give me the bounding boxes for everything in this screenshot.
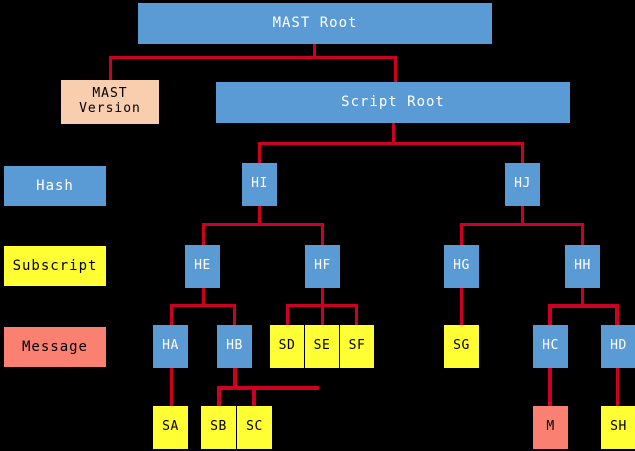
node-mast-root[interactable]: MAST Root: [138, 3, 492, 44]
edge-mast-root-bus: [109, 56, 397, 59]
edge-hd-to-sh: [616, 368, 619, 407]
node-hi[interactable]: HI: [242, 163, 277, 206]
edge-to-hc: [548, 304, 552, 326]
node-label-m: M: [546, 419, 555, 435]
edge-mast-root-stem: [313, 43, 316, 59]
edge-hj-bus: [460, 223, 584, 226]
node-label-sf: SF: [348, 338, 366, 354]
node-mast-version[interactable]: MAST Version: [61, 80, 159, 124]
node-label-hd: HD: [610, 338, 627, 354]
edge-to-hd: [615, 304, 619, 326]
edge-he-bus: [170, 304, 236, 307]
legend-item-message: Message: [4, 327, 106, 367]
edge-to-hf: [321, 223, 324, 246]
node-hc[interactable]: HC: [533, 325, 568, 368]
edge-to-sf: [355, 304, 358, 326]
edge-hg-to-sg: [460, 288, 463, 326]
edge-to-sb: [217, 386, 221, 407]
edge-to-hh: [581, 223, 584, 246]
edge-to-ha: [170, 304, 173, 326]
edge-to-hi: [258, 142, 261, 164]
edge-hh-bus: [548, 304, 618, 308]
node-label-hi: HI: [251, 176, 268, 192]
edge-hc-to-m: [548, 368, 552, 407]
edge-ha-to-sa: [170, 368, 173, 407]
legend-label-message: Message: [21, 339, 88, 355]
node-sc[interactable]: SC: [237, 406, 272, 449]
node-ha[interactable]: HA: [153, 325, 188, 368]
edge-hb-stem: [233, 368, 237, 388]
node-hd[interactable]: HD: [601, 325, 635, 368]
node-label-sc: SC: [246, 419, 263, 435]
node-label-mast-root: MAST Root: [272, 15, 358, 32]
edge-to-he: [202, 223, 205, 246]
node-label-sh: SH: [610, 419, 627, 435]
node-label-hj: HJ: [514, 176, 531, 192]
edge-to-se: [321, 304, 324, 326]
node-label-he: HE: [194, 258, 211, 274]
legend-item-hash: Hash: [4, 166, 106, 206]
node-hg[interactable]: HG: [444, 245, 479, 288]
edge-to-mast-version: [109, 56, 112, 81]
node-label-se: SE: [313, 338, 331, 354]
edge-hi-stem: [258, 205, 261, 225]
edge-hj-stem: [521, 205, 524, 225]
node-sh[interactable]: SH: [601, 406, 635, 449]
legend-label-subscript: Subscript: [12, 258, 98, 274]
node-script-root[interactable]: Script Root: [216, 82, 570, 123]
edge-script-root-stem: [392, 123, 395, 144]
node-label-script-root: Script Root: [341, 94, 445, 111]
node-se[interactable]: SE: [305, 325, 339, 368]
node-sa[interactable]: SA: [153, 406, 188, 449]
node-hb[interactable]: HB: [217, 325, 252, 368]
legend-item-subscript: Subscript: [4, 246, 106, 286]
node-label-hg: HG: [453, 258, 470, 274]
node-hj[interactable]: HJ: [505, 163, 540, 206]
node-label-hh: HH: [574, 258, 591, 274]
edge-hb-bus: [217, 386, 319, 390]
edge-to-hg: [460, 223, 463, 246]
edge-hh-stem: [581, 288, 584, 306]
node-sb[interactable]: SB: [201, 406, 236, 449]
node-label-sa: SA: [162, 419, 179, 435]
node-sd[interactable]: SD: [270, 325, 304, 368]
edge-to-hj: [521, 142, 524, 164]
node-sg[interactable]: SG: [444, 325, 479, 368]
node-label-mast-version: MAST Version: [79, 86, 141, 116]
node-label-hb: HB: [226, 338, 243, 354]
node-hf[interactable]: HF: [305, 245, 340, 288]
node-label-ha: HA: [162, 338, 179, 354]
edge-to-sd: [286, 304, 289, 326]
edge-to-script-root: [394, 56, 397, 83]
node-label-hf: HF: [314, 258, 331, 274]
node-hh[interactable]: HH: [565, 245, 600, 288]
node-m[interactable]: M: [533, 406, 568, 449]
edge-hi-bus: [202, 223, 324, 226]
node-label-sd: SD: [278, 338, 296, 354]
node-label-sg: SG: [453, 338, 470, 354]
edge-hf-stem: [321, 288, 324, 306]
edge-script-root-bus: [258, 142, 524, 145]
node-label-hc: HC: [542, 338, 559, 354]
edge-to-sc: [252, 386, 256, 407]
edge-he-stem: [202, 288, 205, 306]
node-he[interactable]: HE: [185, 245, 220, 288]
node-label-sb: SB: [210, 419, 227, 435]
node-sf[interactable]: SF: [340, 325, 374, 368]
edge-to-hb: [233, 304, 236, 326]
legend-label-hash: Hash: [36, 178, 74, 194]
